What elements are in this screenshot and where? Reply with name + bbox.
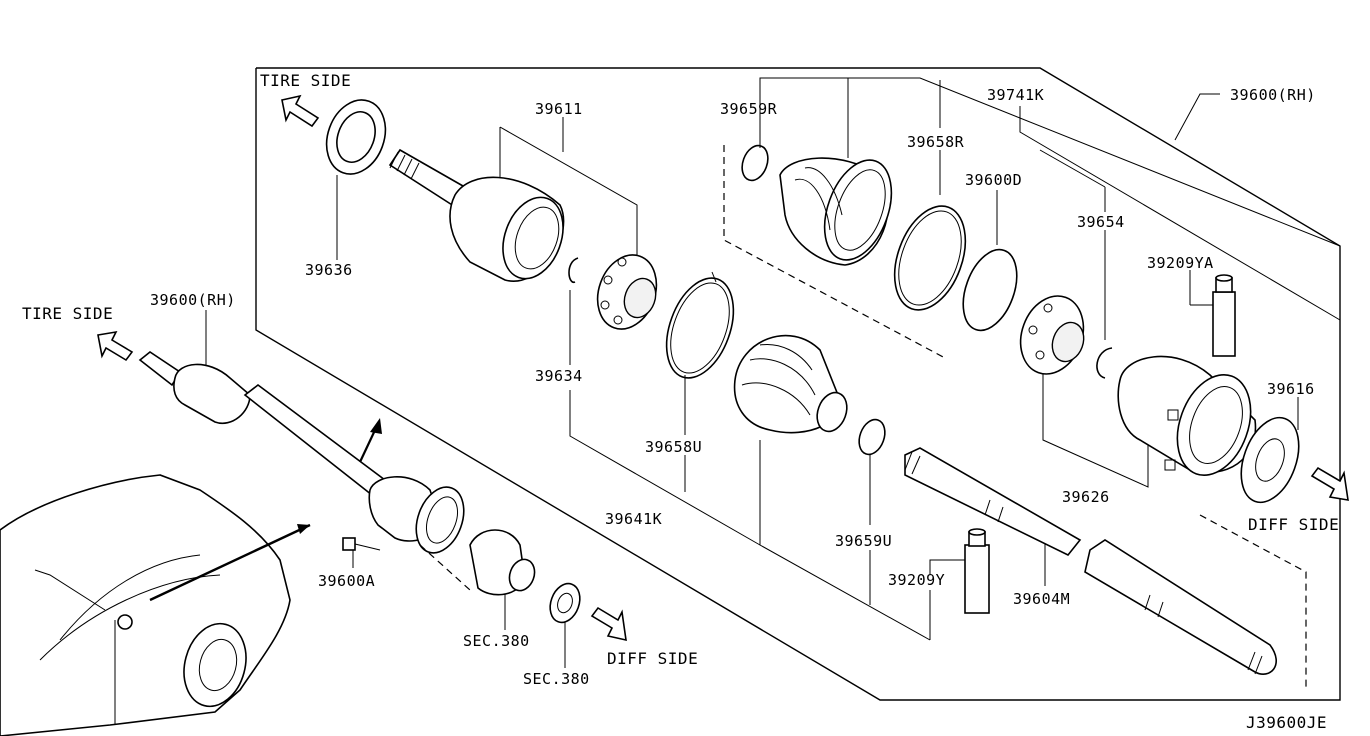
vehicle-location-illustration <box>0 474 311 736</box>
part-label-39636[interactable]: 39636 <box>305 261 353 279</box>
seal-39616[interactable] <box>1231 410 1310 510</box>
boot-band-39658r[interactable] <box>881 196 978 319</box>
arrow-icon-assembly-direction <box>359 418 382 463</box>
boot-band-39659u[interactable] <box>855 416 890 458</box>
part-label-39654[interactable]: 39654 <box>1077 213 1125 231</box>
drive-shaft-assembly[interactable] <box>138 351 472 591</box>
grease-tube-39209y[interactable] <box>964 528 990 614</box>
part-label-39611[interactable]: 39611 <box>535 100 583 118</box>
direction-label-diff-side-right: DIFF SIDE <box>1248 515 1339 534</box>
bearing-cage-outer[interactable] <box>588 247 667 338</box>
arrow-icon-tire-side-left <box>97 330 134 362</box>
direction-label-diff-side-bottom: DIFF SIDE <box>607 649 698 668</box>
direction-label-tire-side-top: TIRE SIDE <box>260 71 351 90</box>
bearing-cage-inner[interactable] <box>1010 287 1094 383</box>
shaft-39604m[interactable] <box>904 447 1277 675</box>
arrow-icon-diff-side-right <box>1310 466 1349 501</box>
part-label-39600rh-left[interactable]: 39600(RH) <box>150 291 236 309</box>
part-label-39604m[interactable]: 39604M <box>1013 590 1070 608</box>
part-label-39209ya[interactable]: 39209YA <box>1147 254 1214 272</box>
part-labels: TIRE SIDE TIRE SIDE DIFF SIDE DIFF SIDE … <box>22 71 1339 732</box>
part-label-39600rh-top[interactable]: 39600(RH) <box>1230 86 1316 104</box>
circlip-39654[interactable] <box>1096 347 1113 379</box>
ring-39600d[interactable] <box>953 242 1027 337</box>
part-label-39659r[interactable]: 39659R <box>720 100 778 118</box>
part-label-39634[interactable]: 39634 <box>535 367 583 385</box>
joint-housing-39626[interactable] <box>1117 355 1264 485</box>
bolt-39600a[interactable] <box>342 537 381 551</box>
boot-band-39659r[interactable] <box>738 142 773 184</box>
part-label-39600a[interactable]: 39600A <box>318 572 375 590</box>
part-label-39741k[interactable]: 39741K <box>987 86 1044 104</box>
part-label-39600d[interactable]: 39600D <box>965 171 1022 189</box>
arrow-icon-tire-side-top <box>281 94 320 128</box>
boot-39741k[interactable] <box>779 151 904 269</box>
part-label-39209y[interactable]: 39209Y <box>888 571 945 589</box>
part-label-39616[interactable]: 39616 <box>1267 380 1315 398</box>
part-label-39658r[interactable]: 39658R <box>907 133 965 151</box>
part-label-39658u[interactable]: 39658U <box>645 438 702 456</box>
dust-seal-39636[interactable] <box>317 92 396 183</box>
part-label-sec380-flange[interactable]: SEC.380 <box>463 632 530 650</box>
leader-lines <box>205 77 1341 668</box>
diagram-code: J39600JE <box>1246 713 1327 732</box>
exploded-view-frame <box>255 67 1341 701</box>
direction-label-tire-side-left: TIRE SIDE <box>22 304 113 323</box>
boot-band-39658u[interactable] <box>654 269 746 387</box>
part-label-39626[interactable]: 39626 <box>1062 488 1110 506</box>
snap-ring-39634[interactable] <box>568 257 579 283</box>
arrow-icon-diff-side-bottom <box>590 606 627 642</box>
part-label-39659u[interactable]: 39659U <box>835 532 892 550</box>
diff-seal-sec380[interactable] <box>545 579 585 626</box>
outer-joint-39611[interactable] <box>388 148 574 287</box>
part-label-39641k[interactable]: 39641K <box>605 510 662 528</box>
part-label-sec380-seal[interactable]: SEC.380 <box>523 670 590 688</box>
boot-39641k[interactable] <box>733 334 852 436</box>
grease-tube-39209ya[interactable] <box>1212 274 1236 357</box>
diff-flange-sec380[interactable] <box>469 529 539 596</box>
